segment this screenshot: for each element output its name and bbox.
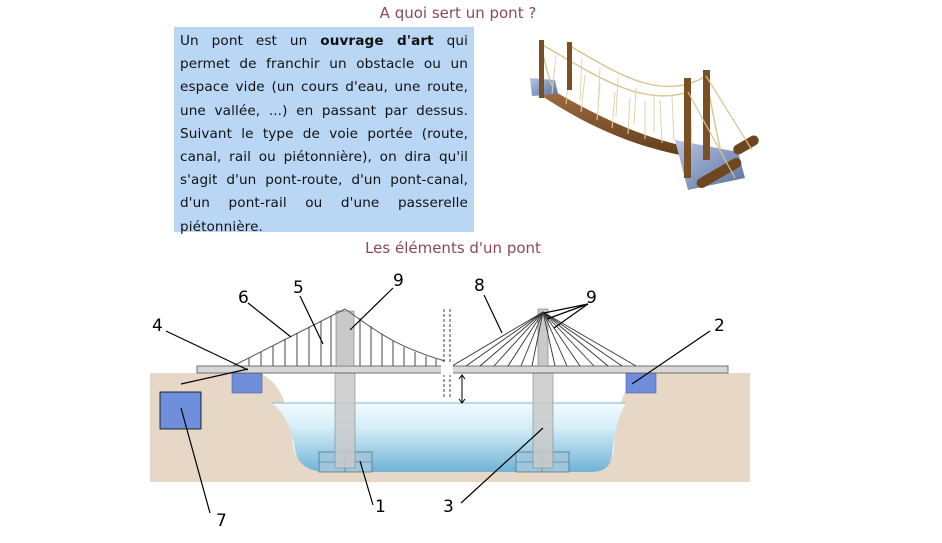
pier-right	[532, 372, 554, 469]
label-9-pylon-left: 9	[393, 271, 404, 291]
abutment-right	[625, 372, 657, 394]
diagram-title: Les éléments d'un pont	[365, 239, 541, 257]
pylon-left	[335, 310, 355, 367]
clearance-arrow	[458, 374, 466, 404]
label-9-pylon-right: 9	[586, 288, 597, 308]
suspension-main-cable	[232, 308, 446, 367]
separation-dashed-lines	[443, 309, 451, 398]
label-8-stay-cable: 8	[474, 276, 485, 296]
label-7-anchorage: 7	[216, 511, 227, 531]
definition-text-box: Un pont est un ouvrage d'art qui permet …	[174, 27, 474, 235]
label-2-abutment: 2	[714, 316, 725, 336]
pier-left	[334, 372, 356, 469]
label-3-pier: 3	[443, 497, 454, 517]
anchorage-block	[159, 391, 202, 430]
page-title: A quoi sert un pont ?	[379, 4, 537, 22]
ground-banks	[150, 373, 750, 482]
definition-text-rest: qui permet de franchir un obstacle ou un…	[180, 33, 469, 235]
label-1-foundation: 1	[375, 497, 386, 517]
keyword-ouvrage-d-art: ouvrage d'art	[320, 33, 434, 49]
leader-lines	[165, 287, 711, 514]
label-4-deck: 4	[152, 316, 163, 336]
stay-cables	[451, 311, 637, 367]
label-5-hanger: 5	[293, 278, 304, 298]
definition-text-start: Un pont est un	[180, 33, 321, 49]
suspension-hangers	[248, 316, 437, 366]
bridge-deck	[196, 365, 729, 374]
abutment-left	[231, 372, 263, 394]
label-6-cable: 6	[238, 288, 249, 308]
